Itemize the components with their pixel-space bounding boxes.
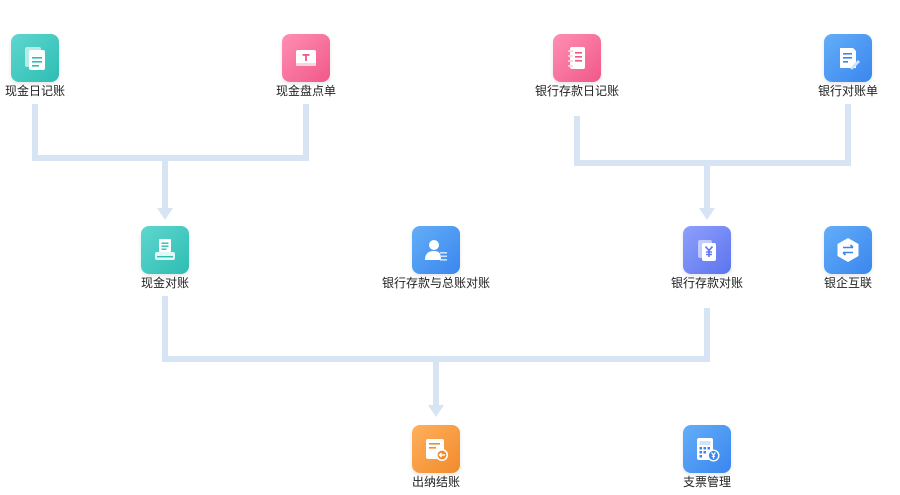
ticket-icon xyxy=(282,34,330,82)
bank-deposit-general-ledger-reconciliation-node[interactable]: 银行存款与总账对账 xyxy=(366,226,506,296)
bank-statement-node[interactable]: 银行对账单 xyxy=(778,34,900,104)
bank-statement-label: 银行对账单 xyxy=(817,84,878,98)
arrowhead-cash xyxy=(157,208,173,220)
bank-deposit-journal-label: 银行存款日记账 xyxy=(534,84,619,98)
document-icon xyxy=(11,34,59,82)
calculator-yuan-icon xyxy=(683,425,731,473)
cash-count-sheet-label: 现金盘点单 xyxy=(275,84,336,98)
edit-document-icon xyxy=(824,34,872,82)
connector-cash-inputs xyxy=(32,104,309,161)
cash-reconciliation-node[interactable]: 现金对账 xyxy=(95,226,235,296)
check-management-label: 支票管理 xyxy=(682,475,731,489)
connector-closing-inputs xyxy=(162,296,710,362)
document-return-icon xyxy=(412,425,460,473)
connector-bank-inputs xyxy=(574,104,851,166)
arrowhead-bank xyxy=(699,208,715,220)
bank-deposit-reconciliation-node[interactable]: 银行存款对账 xyxy=(637,226,777,296)
user-list-icon xyxy=(412,226,460,274)
arrowhead-closing xyxy=(428,405,444,417)
bank-enterprise-link-node[interactable]: 银企互联 xyxy=(778,226,900,296)
printer-icon xyxy=(141,226,189,274)
cashier-closing-node[interactable]: 出纳结账 xyxy=(366,425,506,495)
cash-journal-node[interactable]: 现金日记账 xyxy=(0,34,105,104)
cash-reconciliation-label: 现金对账 xyxy=(140,276,189,290)
cashier-closing-label: 出纳结账 xyxy=(411,475,460,489)
cash-journal-label: 现金日记账 xyxy=(4,84,65,98)
yuan-document-icon xyxy=(683,226,731,274)
cash-count-sheet-node[interactable]: 现金盘点单 xyxy=(236,34,376,104)
notebook-icon xyxy=(553,34,601,82)
bank-deposit-journal-node[interactable]: 银行存款日记账 xyxy=(507,34,647,104)
bank-deposit-general-ledger-reconciliation-label: 银行存款与总账对账 xyxy=(381,276,490,290)
bank-enterprise-link-label: 银企互联 xyxy=(823,276,872,290)
bank-deposit-reconciliation-label: 银行存款对账 xyxy=(670,276,743,290)
exchange-icon xyxy=(824,226,872,274)
check-management-node[interactable]: 支票管理 xyxy=(637,425,777,495)
